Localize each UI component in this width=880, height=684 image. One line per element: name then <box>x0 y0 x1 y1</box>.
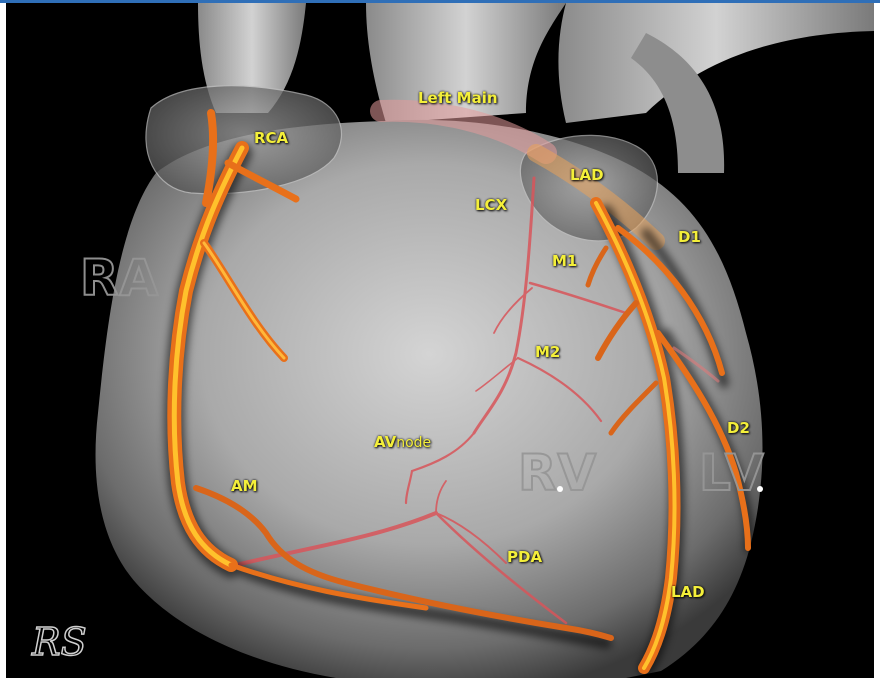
av-node-label-av: AV <box>374 433 396 451</box>
heart-diagram-frame: RA RV LV Left Main RCA LAD LCX D1 M1 M2 … <box>6 3 874 678</box>
m2-label: M2 <box>535 345 560 360</box>
left-main-label: Left Main <box>418 91 498 106</box>
lv-chamber-label: LV <box>699 448 765 498</box>
pda-label: PDA <box>507 550 542 565</box>
pulmonary-artery-branch <box>558 3 874 123</box>
rv-chamber-label: RV <box>518 448 597 498</box>
d2-label: D2 <box>727 421 750 436</box>
am-label: AM <box>231 479 258 494</box>
d1-label: D1 <box>678 230 701 245</box>
m1-label: M1 <box>552 254 577 269</box>
av-node-label-node: node <box>396 435 431 451</box>
av-node-label: AVnode <box>374 435 431 450</box>
lad-bottom-label: LAD <box>671 585 705 600</box>
rca-label: RCA <box>254 131 288 146</box>
lad-top-label: LAD <box>570 168 604 183</box>
rs-signature-logo: RS <box>32 623 87 661</box>
lcx-label: LCX <box>475 198 507 213</box>
ra-chamber-label: RA <box>80 253 159 303</box>
